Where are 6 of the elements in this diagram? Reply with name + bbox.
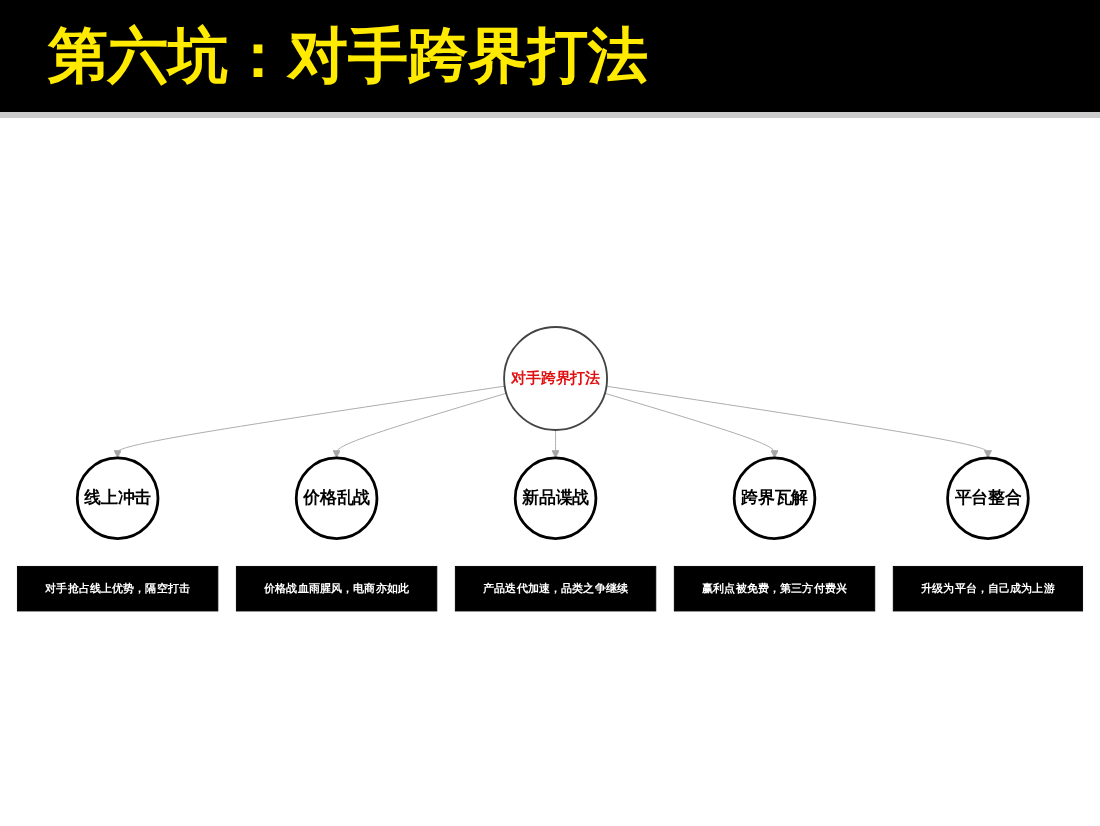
node-circle: 平台整合	[946, 455, 1030, 539]
node-circle: 线上冲击	[75, 455, 160, 539]
node-circle: 新品谍战	[513, 455, 598, 539]
title: 第六坑：对手跨界打法	[48, 19, 648, 95]
node-circle: 价格乱战	[294, 455, 379, 539]
node-circle: 跨界瓦解	[732, 455, 817, 539]
